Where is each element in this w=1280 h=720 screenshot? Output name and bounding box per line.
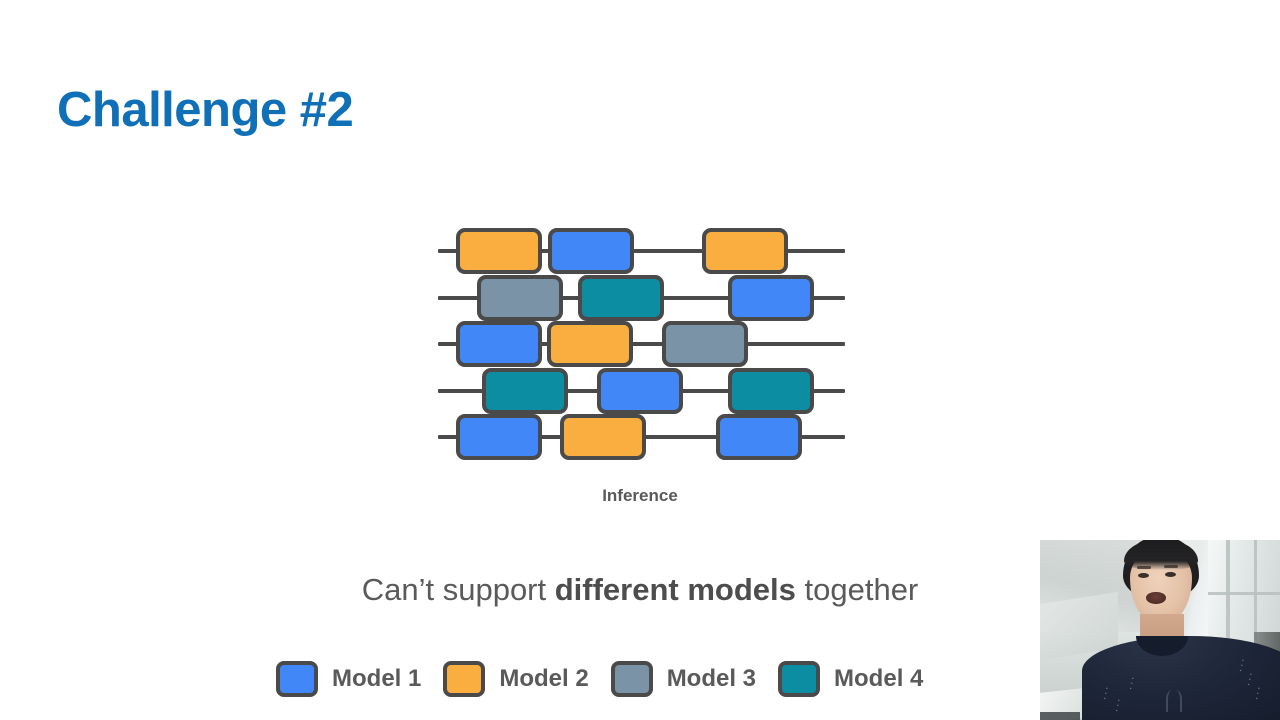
webcam-overlay[interactable]: • • •• • •• • •• • •• • •• • • bbox=[1040, 540, 1280, 720]
webcam-person-eye-right bbox=[1165, 572, 1176, 577]
legend: Model 1 Model 2 Model 3 Model 4 bbox=[276, 659, 923, 699]
pipeline-task-block bbox=[560, 414, 646, 460]
pipeline-task-block bbox=[456, 414, 542, 460]
statement-suffix: together bbox=[795, 572, 919, 607]
legend-swatch-3 bbox=[610, 661, 653, 697]
legend-item-1: Model 1 bbox=[276, 661, 421, 697]
pipeline-task-block bbox=[456, 228, 542, 274]
pipeline-row bbox=[438, 228, 845, 274]
pipeline-task-block bbox=[728, 274, 814, 321]
page-title: Challenge #2 bbox=[57, 83, 354, 137]
webcam-person-fringe bbox=[1124, 540, 1198, 570]
legend-item-4: Model 4 bbox=[778, 661, 923, 697]
pipeline-task-block bbox=[456, 321, 542, 367]
statement-emphasis: different models bbox=[554, 572, 796, 607]
webcam-person-collar bbox=[1136, 636, 1188, 656]
legend-item-2: Model 2 bbox=[443, 661, 589, 697]
pipeline-task-block bbox=[597, 367, 683, 414]
webcam-person-brow-right bbox=[1164, 565, 1178, 568]
pipeline-timeline bbox=[438, 249, 845, 253]
webcam-window-mullion bbox=[1226, 540, 1230, 656]
pipeline-row bbox=[438, 367, 845, 414]
webcam-window-transom bbox=[1208, 592, 1280, 595]
pipeline-task-block bbox=[477, 274, 563, 321]
pipeline-task-block bbox=[716, 414, 802, 460]
pipeline-row bbox=[438, 321, 845, 367]
statement-prefix: Can’t support bbox=[361, 572, 555, 607]
pipeline-task-block bbox=[662, 321, 748, 367]
pipeline-diagram bbox=[438, 228, 848, 476]
legend-item-3: Model 3 bbox=[610, 661, 757, 697]
pipeline-row bbox=[438, 274, 845, 321]
webcam-desk-edge bbox=[1040, 712, 1080, 720]
pipeline-task-block bbox=[482, 367, 568, 414]
webcam-window-mullion bbox=[1254, 540, 1257, 640]
statement-text: Can’t support different models together bbox=[0, 572, 1280, 608]
webcam-shirt-logo bbox=[1166, 690, 1182, 712]
diagram-caption: Inference bbox=[602, 486, 678, 505]
webcam-person-mouth bbox=[1146, 592, 1166, 604]
pipeline-task-block bbox=[548, 228, 634, 274]
legend-label-2: Model 2 bbox=[499, 665, 589, 692]
pipeline-task-block bbox=[728, 367, 814, 414]
legend-swatch-1 bbox=[276, 661, 318, 697]
legend-swatch-2 bbox=[443, 661, 486, 697]
pipeline-row bbox=[438, 414, 845, 460]
legend-label-3: Model 3 bbox=[666, 665, 757, 692]
pipeline-task-block bbox=[578, 274, 664, 321]
pipeline-task-block bbox=[547, 321, 633, 367]
pipeline-timeline bbox=[438, 342, 845, 346]
pipeline-task-block bbox=[702, 228, 788, 274]
legend-swatch-4 bbox=[778, 661, 821, 697]
webcam-person-brow-left bbox=[1137, 566, 1151, 569]
legend-label-1: Model 1 bbox=[332, 665, 422, 692]
legend-label-4: Model 4 bbox=[834, 665, 924, 692]
webcam-person-eye-left bbox=[1138, 573, 1149, 578]
